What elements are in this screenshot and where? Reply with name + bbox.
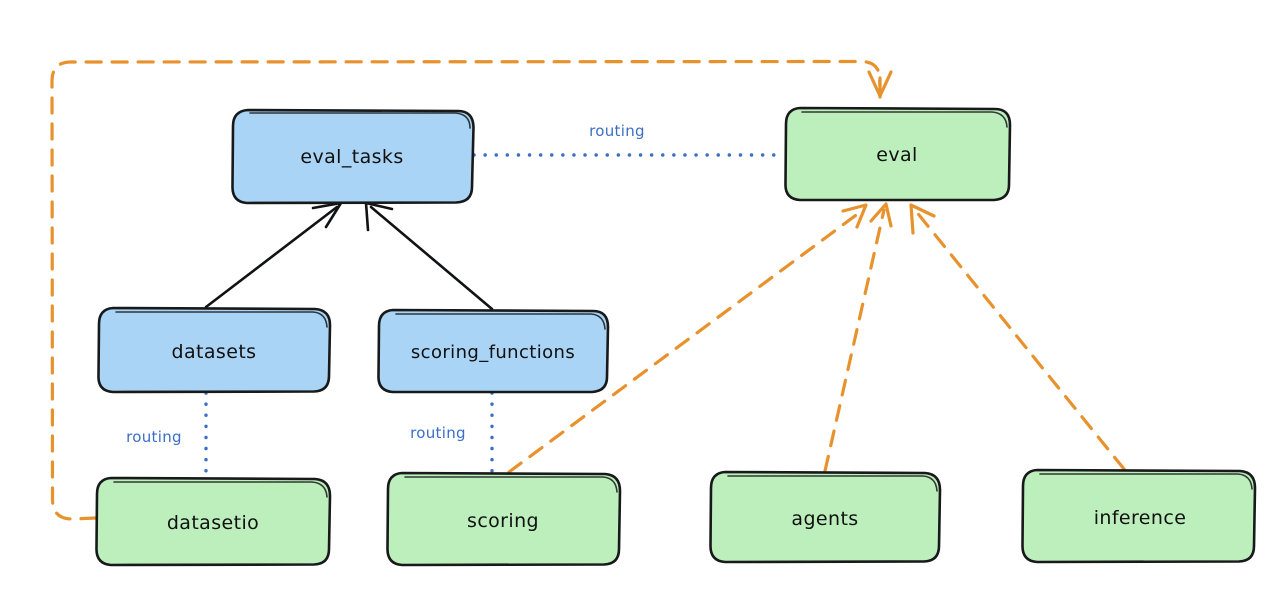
edge-scoring-to-eval [507,203,868,474]
node-label-scoring_functions: scoring_functions [411,342,575,363]
edge-label-routing-eval_tasks-eval: routing [589,122,645,140]
edge-label-routing-datasets-datasetio: routing [126,428,182,446]
node-label-scoring: scoring [467,510,539,532]
node-label-eval: eval [876,144,917,166]
node-datasets[interactable]: datasets [97,306,332,394]
node-label-datasets: datasets [172,341,257,363]
edge-scoring_functions-to-eval_tasks [364,201,494,311]
node-label-eval_tasks: eval_tasks [300,146,403,168]
node-label-agents: agents [791,508,858,530]
node-label-datasetio: datasetio [167,512,259,534]
edge-label-routing-scoring_functions-scoring: routing [410,424,466,442]
edge-datasets-to-eval_tasks [204,201,343,309]
node-scoring_functions[interactable]: scoring_functions [377,308,610,394]
edge-inference-to-eval [909,203,1126,471]
node-inference[interactable]: inference [1021,468,1257,564]
node-agents[interactable]: agents [709,470,942,564]
node-datasetio[interactable]: datasetio [95,476,332,567]
node-label-inference: inference [1094,507,1187,529]
node-eval_tasks[interactable]: eval_tasks [231,108,475,205]
node-scoring[interactable]: scoring [386,471,622,567]
node-eval[interactable]: eval [784,106,1012,202]
edge-datasetio-to-eval [50,59,893,521]
edge-agents-to-eval [823,202,893,473]
